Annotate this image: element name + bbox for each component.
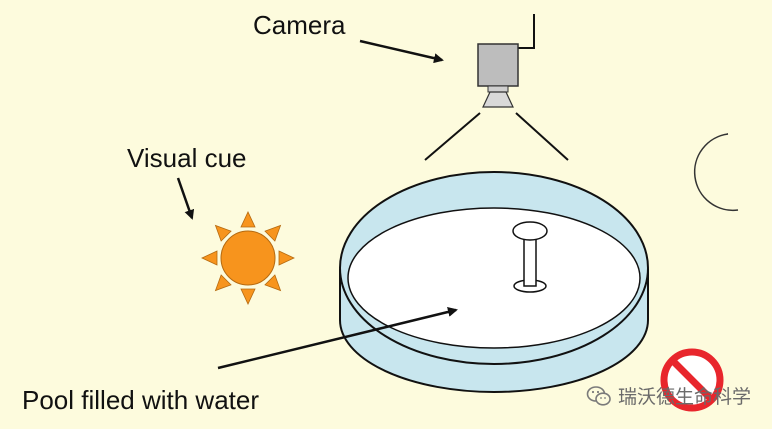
pool-arrow (217, 307, 458, 370)
prohibited-icon (660, 348, 724, 412)
visual-cue-arrow (176, 177, 195, 220)
watermark: 瑞沃德生命科学 (586, 382, 751, 409)
pool-label: Pool filled with water (22, 385, 259, 415)
sun-icon (201, 211, 295, 305)
pool (339, 171, 649, 393)
wechat-icon (586, 383, 612, 409)
escape-platform-icon (512, 221, 548, 293)
camera-arrow (359, 39, 444, 64)
camera-label: Camera (253, 10, 346, 40)
camera-field-of-view (424, 112, 569, 161)
watermark-text: 瑞沃德生命科学 (618, 386, 752, 408)
visual-cue-label: Visual cue (127, 143, 247, 173)
camera-icon (477, 14, 535, 108)
crescent-moon-icon (693, 133, 739, 212)
